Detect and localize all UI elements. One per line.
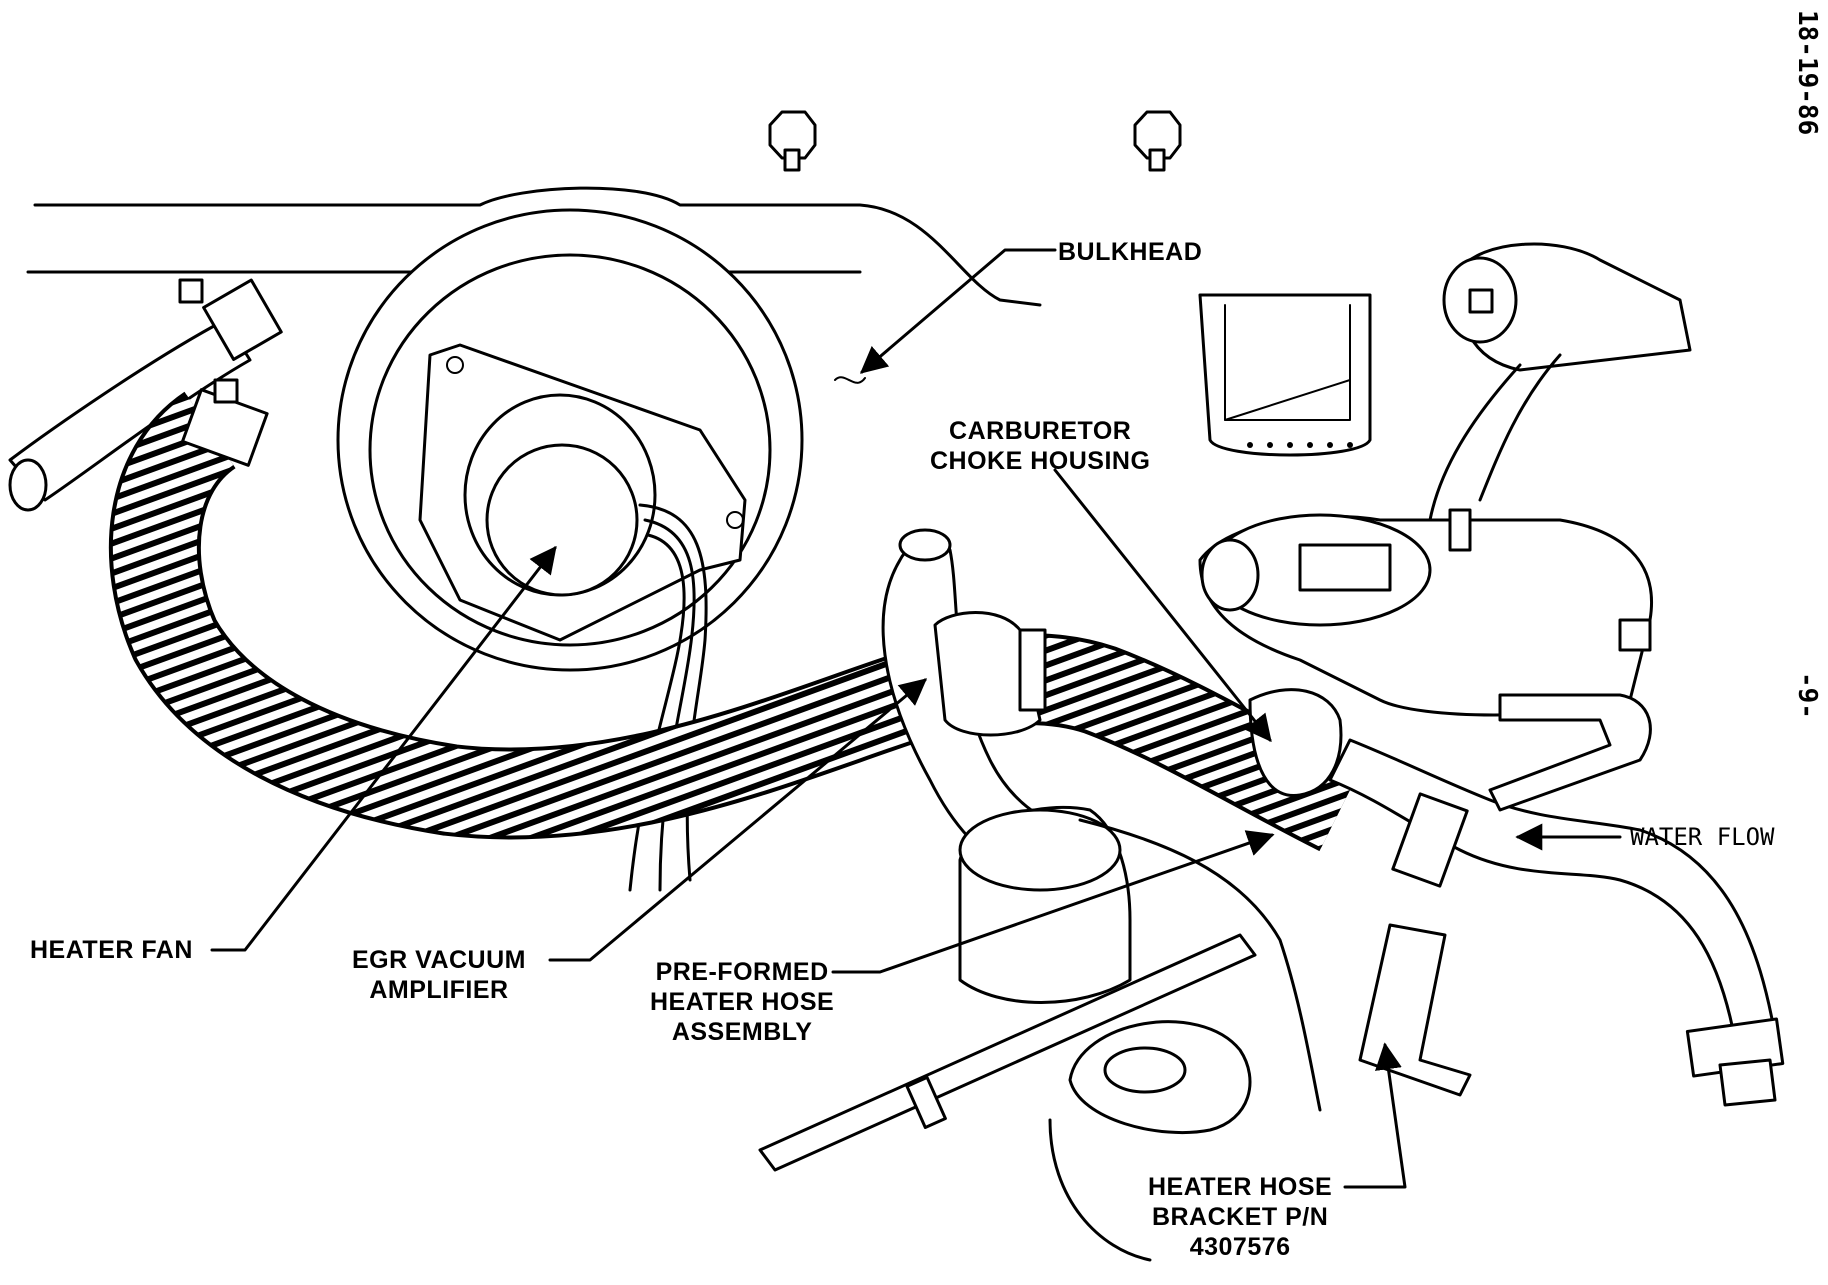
label-hose-line1: PRE-FORMED — [655, 958, 829, 986]
bulkhead-stud-left — [768, 110, 817, 172]
label-water-flow: WATER FLOW — [1630, 823, 1775, 851]
label-bulkhead: BULKHEAD — [1058, 238, 1203, 266]
label-egr-line2: AMPLIFIER — [369, 976, 509, 1004]
page-number: -9- — [1792, 672, 1822, 719]
label-carburetor-line2: CHOKE HOUSING — [930, 447, 1151, 475]
label-bracket: HEATER HOSE BRACKET P/N 4307576 — [1148, 1172, 1332, 1262]
leader-heater-fan — [210, 545, 557, 952]
leader-bracket — [1343, 1042, 1407, 1189]
label-heater-fan: HEATER FAN — [30, 936, 193, 964]
label-carburetor: CARBURETOR CHOKE HOUSING — [930, 416, 1150, 476]
preformed-hose-right — [1328, 738, 1785, 1107]
label-carburetor-line1: CARBURETOR — [949, 417, 1132, 445]
label-egr-line1: EGR VACUUM — [352, 946, 526, 974]
upper-heater-hose — [8, 278, 283, 512]
leader-hose — [831, 830, 1275, 974]
leader-egr — [548, 678, 928, 962]
label-bracket-line1: HEATER HOSE — [1148, 1173, 1333, 1201]
egr-vacuum-amplifier — [881, 528, 1072, 882]
bulkhead-stud-right — [1133, 110, 1182, 172]
coolant-reservoir — [958, 805, 1322, 1262]
heater-hose-bracket — [1358, 923, 1472, 1097]
long-tube — [758, 933, 1257, 1172]
label-hose-line3: ASSEMBLY — [671, 1018, 813, 1046]
heater-fan-housing — [336, 208, 804, 892]
radiator-cap — [1068, 1020, 1252, 1134]
label-hose: PRE-FORMED HEATER HOSE ASSEMBLY — [650, 957, 834, 1047]
carburetor — [1198, 242, 1692, 812]
leader-carburetor — [1053, 468, 1272, 743]
label-egr: EGR VACUUM AMPLIFIER — [352, 945, 526, 1005]
side-code: 18-19-86 — [1792, 10, 1822, 136]
label-bracket-line2: BRACKET P/N — [1151, 1203, 1329, 1231]
corrugated-heater-fan-hose — [108, 378, 1361, 852]
label-hose-line2: HEATER HOSE — [650, 988, 835, 1016]
label-bracket-line3: 4307576 — [1189, 1233, 1291, 1261]
leader-bulkhead — [859, 248, 1057, 374]
